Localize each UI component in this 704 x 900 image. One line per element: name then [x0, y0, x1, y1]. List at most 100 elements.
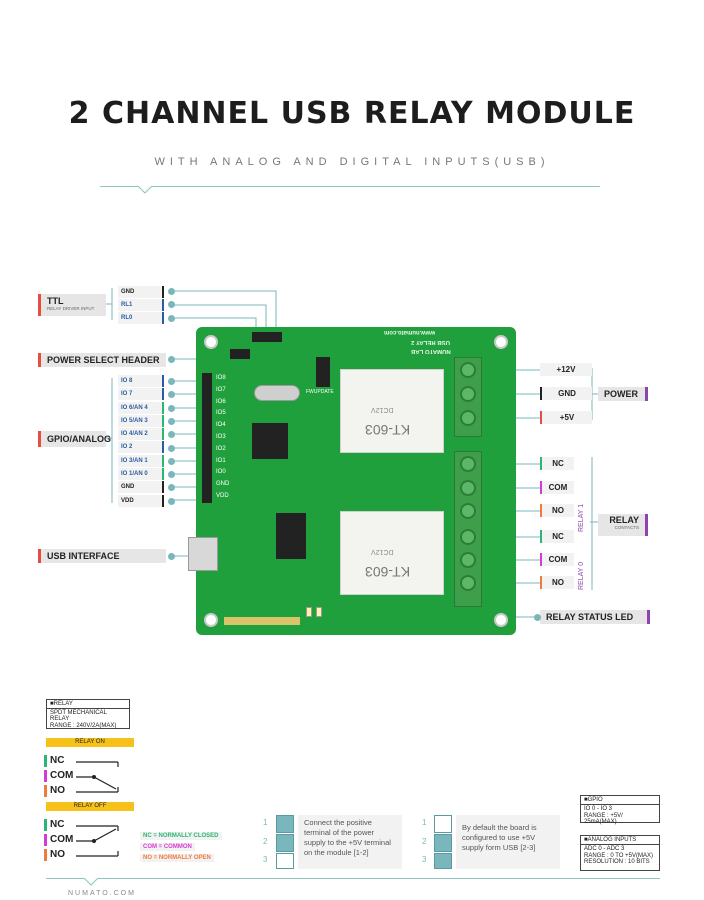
mounting-hole — [204, 613, 218, 627]
board-pin-label: GND — [216, 481, 230, 488]
usb-label: USB INTERFACE — [38, 549, 166, 563]
relay-spec-line1: SPDT MECHANICAL RELAY — [50, 710, 107, 722]
relay-0-model: KT-603 — [365, 564, 411, 580]
jumper2-pin2 — [434, 834, 452, 852]
analog-spec-line1: ADC 0 - ADC 3 — [584, 846, 625, 852]
relay-contact-label: NO — [540, 504, 574, 517]
jumper1-num-3: 3 — [263, 855, 268, 864]
screw — [460, 529, 476, 545]
jumper2-pin1 — [434, 815, 452, 833]
screw — [460, 503, 476, 519]
mounting-hole — [494, 613, 508, 627]
gpio-dot — [168, 417, 175, 425]
relay-contact-label: NC — [540, 530, 574, 543]
jumper1-num-2: 2 — [263, 837, 268, 846]
power-label: POWER — [598, 387, 648, 401]
relay-off-schematic — [76, 825, 119, 857]
relay-1-rating: DC12V — [371, 406, 394, 413]
gpio-dot — [168, 404, 175, 412]
board-pin-label: IO6 — [216, 398, 226, 405]
footer-notch — [84, 878, 98, 886]
ttl-label: TTL RELAY DRIVER INPUT — [38, 294, 106, 316]
power-select-dot — [168, 356, 175, 363]
legend-no-off: NO — [50, 849, 65, 860]
pcb-board: www.numato.com USB RELAY 2 NUMATO LAB FW… — [188, 327, 516, 635]
com-marker — [44, 834, 47, 846]
legend-com: COM — [50, 770, 74, 781]
analog-spec-title: ANALOG INPUTS — [587, 837, 637, 843]
ttl-dot — [168, 288, 175, 295]
board-pin-label: IO2 — [216, 445, 226, 452]
usb-dot — [168, 553, 175, 560]
fwupdate-label: FWUPDATE — [306, 389, 334, 395]
gpio-dot — [168, 391, 175, 399]
gpio-dot — [168, 497, 175, 505]
gpio-pin-label: IO 8 — [118, 375, 164, 387]
terminal-silkscreen — [484, 357, 506, 607]
screw — [460, 575, 476, 591]
board-brand: NUMATO LAB — [411, 348, 451, 354]
jumper2-pin3 — [434, 853, 452, 869]
screw — [460, 386, 476, 402]
relay-0: KT-603 DC12V — [340, 511, 444, 595]
power-pin-5v: +5V — [540, 411, 592, 424]
legend-no: NO — [50, 785, 65, 796]
ttl-title: TTL — [47, 296, 64, 306]
relay-on-schematic — [76, 761, 119, 793]
board-site: www.numato.com — [384, 329, 436, 335]
jumper1-note: Connect the positive terminal of the pow… — [298, 815, 402, 869]
screw — [460, 410, 476, 426]
jumper2-note: By default the board is configured to us… — [456, 815, 560, 869]
gpio-pin-label: IO 4/AN 2 — [118, 428, 164, 441]
ttl-pin-rl0: RL0 — [118, 312, 164, 324]
gpio-label: GPIO/ANALOG — [38, 431, 111, 447]
mounting-hole — [204, 335, 218, 349]
driver-chip — [276, 513, 306, 559]
gpio-pin-label: IO 2 — [118, 441, 164, 454]
gpio-spec-line1: IO 0 - IO 3 — [584, 806, 613, 812]
board-pin-label: IO0 — [216, 469, 226, 476]
legend-com-off: COM — [50, 834, 74, 845]
relay-spec-box: ■RELAY SPDT MECHANICAL RELAY RANGE : 240… — [46, 699, 130, 729]
jumper1-pin2 — [276, 834, 294, 852]
status-led — [316, 607, 322, 617]
relay0-label: RELAY 0 — [578, 561, 585, 590]
jumper1-num-1: 1 — [263, 818, 268, 827]
gpio-dot — [168, 378, 175, 385]
fwupdate-header — [316, 357, 330, 387]
gpio-pin-label: IO 5/AN 3 — [118, 414, 164, 427]
ttl-dot — [168, 301, 175, 308]
gpio-spec-title: GPIO — [587, 797, 603, 803]
status-led — [306, 607, 312, 617]
jumper1-pin1 — [276, 815, 294, 833]
power-select-label: POWER SELECT HEADER — [38, 353, 166, 367]
board-pin-label: IO1 — [216, 457, 226, 464]
relay-contact-label: NO — [540, 576, 574, 589]
gpio-dot — [168, 484, 175, 492]
gpio-dot — [168, 457, 175, 465]
relay-contact-label: COM — [540, 481, 574, 494]
divider-notch — [138, 186, 152, 194]
status-led-label: RELAY STATUS LED — [540, 610, 650, 624]
ttl-pin-gnd: GND — [118, 286, 164, 298]
relay-label: RELAY CONTACTS — [598, 514, 648, 536]
gpio-dot — [168, 431, 175, 439]
footer-line — [46, 878, 660, 879]
gpio-pin-label: IO 1/AN 0 — [118, 468, 164, 481]
power-pin-12v: +12V — [540, 363, 592, 376]
relay-contact-label: NC — [540, 457, 574, 470]
com-marker — [44, 770, 47, 782]
relay-contact-label: COM — [540, 553, 574, 566]
no-marker — [44, 849, 47, 861]
gpio-pin-label: IO 3/AN 1 — [118, 454, 164, 467]
board-pin-label: IO4 — [216, 422, 226, 429]
jumper1-pin3 — [276, 853, 294, 869]
relay-spec-title: RELAY — [53, 701, 73, 707]
board-pin-label: IO5 — [216, 410, 226, 417]
power-select-header — [230, 349, 250, 359]
gpio-pin-label: GND — [118, 481, 164, 494]
legend-nc: NC — [50, 755, 65, 766]
relay-title: RELAY — [609, 515, 639, 525]
gpio-pin-label: IO 7 — [118, 388, 164, 401]
analog-spec-line3: RESOLUTION : 10 BITS — [584, 859, 650, 865]
